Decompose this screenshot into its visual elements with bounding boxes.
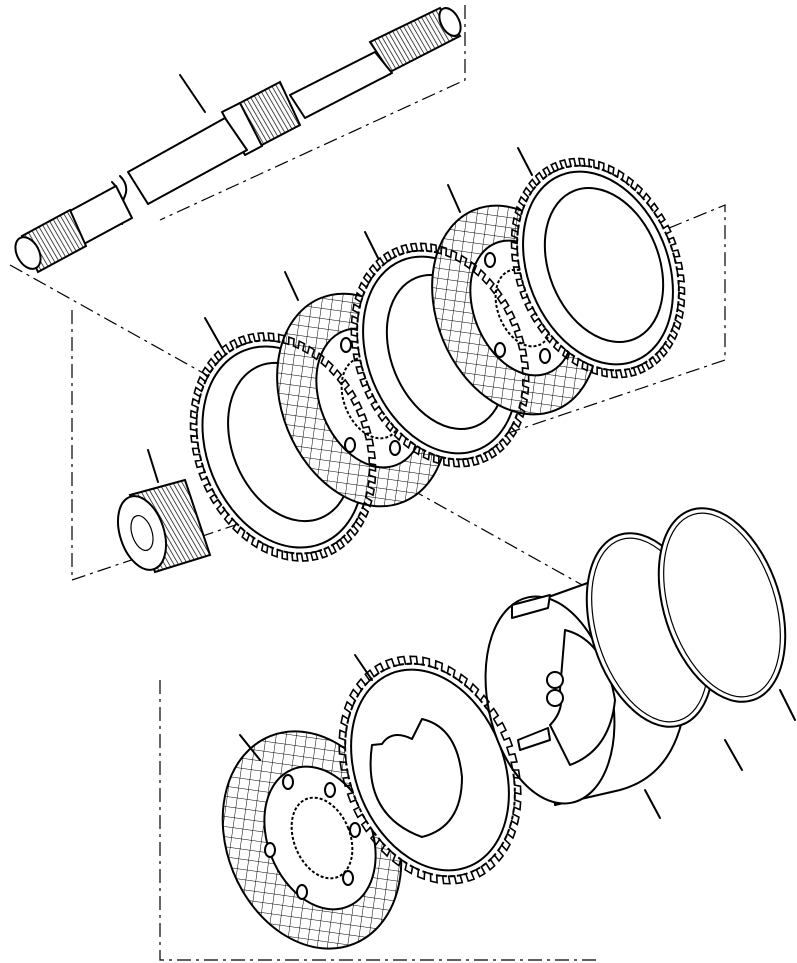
- shaft-mid-body: [127, 117, 248, 205]
- leader-shaft: [179, 74, 206, 113]
- shaft-upper-body: [289, 51, 393, 119]
- leader-seal-inner: [779, 689, 796, 721]
- alignment-frames: [71, 5, 726, 961]
- teeth-plate-3: [510, 157, 686, 379]
- seal-ring-inner: [657, 507, 796, 721]
- leader-plate-1: [204, 317, 223, 349]
- frame-disc-pack: [71, 204, 726, 581]
- axle-shaft: [14, 6, 462, 274]
- teeth-plate-2: [350, 242, 530, 468]
- frame-shaft: [159, 5, 466, 221]
- teeth-plate-4: [338, 655, 522, 885]
- frame-lower-pack: [159, 680, 600, 961]
- leader-disc-3: [239, 734, 261, 761]
- leader-disc-1: [284, 271, 299, 301]
- leader-pinion: [147, 449, 159, 483]
- leader-housing: [644, 789, 661, 819]
- gear-teeth: [189, 157, 686, 885]
- teeth-plate-1: [189, 332, 377, 562]
- leader-plate-2: [364, 231, 379, 259]
- leader-plate-4: [354, 654, 373, 681]
- leader-plate-3: [517, 147, 533, 176]
- pinion-gear: [117, 449, 212, 574]
- leader-seal-outer: [724, 739, 743, 771]
- leader-disc-2: [447, 184, 461, 213]
